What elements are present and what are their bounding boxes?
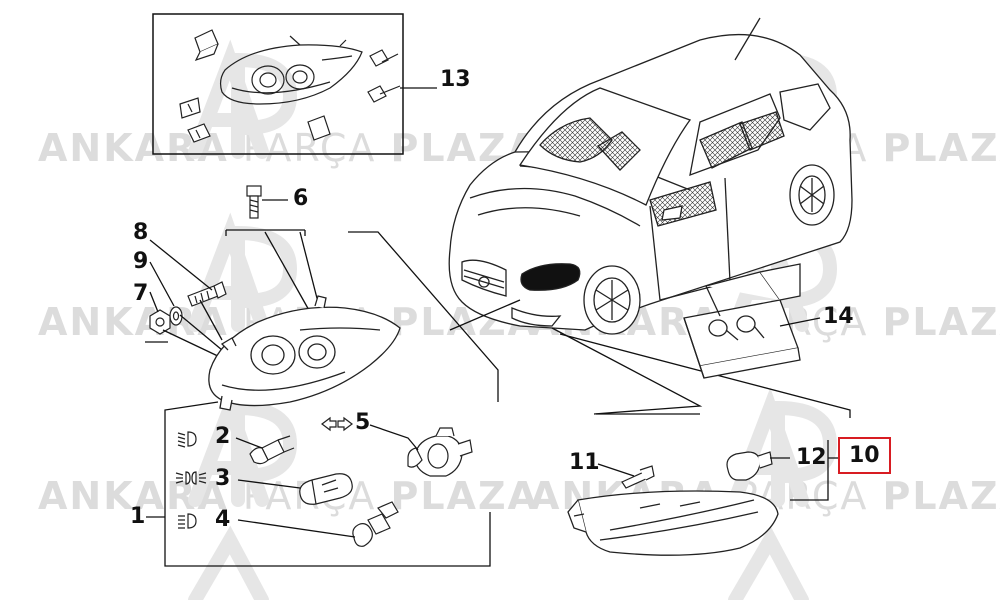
leader-line — [146, 231, 499, 567]
mounting-bolt — [367, 49, 401, 103]
headlight-assembly — [208, 295, 401, 411]
callout-1: 1 — [130, 504, 146, 529]
leader-line — [779, 317, 821, 327]
callout-frame-13 — [152, 13, 404, 155]
leader-line — [369, 424, 419, 451]
callout-9: 9 — [133, 249, 149, 274]
fog-lamp-assembly — [567, 490, 779, 556]
bulb-3 — [299, 473, 353, 505]
bulb-4 — [352, 501, 399, 547]
callout-2: 2 — [215, 424, 231, 449]
watermark-text: ANKARA PARÇA PLAZA — [38, 474, 539, 518]
screw-8 — [187, 281, 227, 307]
leader-line — [449, 299, 851, 418]
parking-light-icon — [175, 471, 207, 485]
callout-10-highlighted: 10 — [838, 437, 891, 474]
callout-13: 13 — [440, 67, 471, 92]
bulb-kit-box-14 — [683, 263, 801, 379]
leader-line — [235, 437, 263, 449]
bulb-12 — [726, 451, 773, 481]
callout-8: 8 — [133, 220, 149, 245]
callout-6: 6 — [293, 186, 309, 211]
low-beam-headlight-icon — [177, 431, 197, 448]
callout-3: 3 — [215, 466, 231, 491]
bulb-5 — [407, 427, 473, 477]
leader-line — [596, 413, 838, 501]
callout-12: 12 — [796, 445, 827, 470]
leader-line — [597, 463, 635, 477]
screw-11 — [621, 465, 655, 489]
leader-line — [237, 519, 356, 538]
high-beam-headlight-icon — [178, 513, 197, 529]
turn-signal-arrows-icon — [321, 416, 353, 432]
screw-6 — [246, 185, 262, 219]
mounting-clip — [179, 29, 331, 143]
leader-line — [145, 239, 223, 359]
leader-line — [237, 479, 301, 489]
leader-line — [225, 229, 321, 313]
nut-7 — [149, 309, 171, 335]
callout-7: 7 — [133, 281, 149, 306]
callout-14: 14 — [823, 304, 854, 329]
headlight-housing-small — [219, 35, 363, 105]
callout-4: 4 — [215, 507, 231, 532]
callout-11: 11 — [569, 450, 600, 475]
car-illustration — [448, 17, 853, 335]
bulb-2 — [249, 435, 295, 465]
callout-5: 5 — [355, 410, 371, 435]
